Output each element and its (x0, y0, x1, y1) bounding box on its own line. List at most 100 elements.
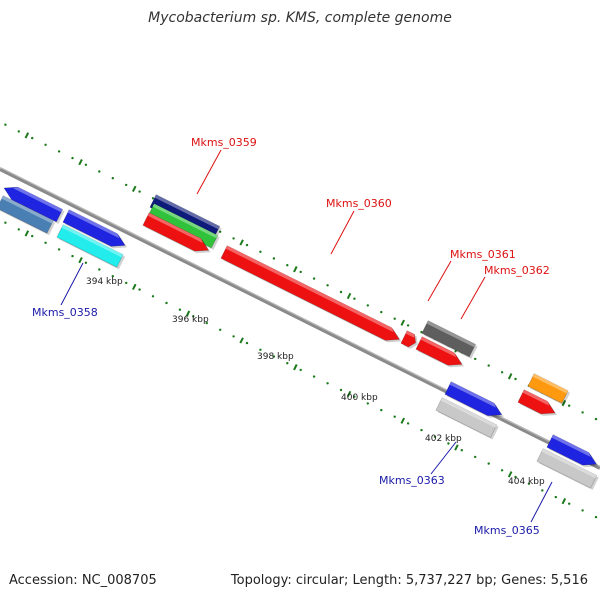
guide-dot (259, 348, 262, 351)
tick-mark (507, 373, 513, 380)
gene-orange-highlight (532, 373, 569, 394)
guide-dot (219, 328, 222, 331)
gene-red-2-highlight (420, 336, 457, 358)
guide-dot (406, 324, 410, 327)
guide-dot (312, 277, 316, 280)
guide-dot (178, 308, 182, 311)
tick-label: 404 kbp (508, 477, 545, 487)
guide-dot (568, 404, 571, 407)
tick-mark (346, 390, 352, 398)
guide-dot (420, 428, 423, 432)
leader-line (460, 276, 486, 320)
gene-red-3-highlight (522, 389, 550, 406)
guide-dot (245, 341, 249, 345)
guide-dot (84, 261, 88, 264)
tick-mark (400, 417, 405, 424)
genome-backbone-highlight (0, 167, 600, 467)
guide-dot (326, 382, 329, 385)
tick-mark (293, 364, 298, 371)
guide-dot (554, 495, 557, 499)
guide-dot (380, 408, 383, 412)
guide-dot (151, 295, 155, 298)
guide-dot (219, 230, 222, 233)
gene-steelblue-highlight (1, 195, 54, 224)
tick-mark (400, 319, 405, 326)
gene-green-highlight (152, 203, 218, 239)
leader-line (330, 210, 355, 255)
tick-mark (346, 292, 352, 300)
gene-label: Mkms_0363 (379, 474, 445, 487)
gene-cyan-highlight (61, 224, 124, 258)
guide-dot (272, 355, 276, 358)
guide-dot (299, 270, 302, 274)
guide-dot (312, 375, 316, 378)
gene-silver-2-highlight (541, 448, 597, 479)
guide-dot (474, 455, 477, 459)
guide-dot (353, 395, 356, 398)
guide-dot (245, 243, 249, 247)
gene-blue-1-highlight (13, 187, 63, 213)
guide-dot (581, 509, 584, 512)
guide-dot (31, 234, 34, 238)
guide-dot (299, 368, 302, 372)
gene-label: Mkms_0365 (474, 524, 540, 537)
guide-dot (460, 449, 463, 452)
tick-mark (185, 310, 191, 317)
guide-dot (380, 310, 383, 314)
guide-dot (500, 469, 504, 472)
guide-dot (125, 183, 128, 187)
genome-backbone (0, 167, 600, 470)
guide-dot (326, 284, 329, 287)
guide-dot (594, 515, 598, 519)
guide-dot (366, 402, 369, 405)
tick-mark (132, 283, 137, 291)
guide-dot (44, 143, 47, 146)
guide-dot (17, 130, 20, 133)
guide-dot (259, 250, 262, 253)
guide-dot (192, 315, 195, 318)
tick-mark (239, 337, 244, 344)
gene-label: Mkms_0360 (326, 197, 392, 210)
guide-dot (286, 264, 289, 267)
guide-dot (433, 435, 437, 438)
tick-mark (24, 132, 30, 139)
guide-dot (568, 502, 571, 505)
guide-dot (514, 377, 517, 381)
gene-navy-highlight (154, 194, 220, 230)
guide-dot (17, 228, 20, 231)
gene-blue-3-highlight (449, 381, 496, 408)
guide-dot (138, 288, 141, 291)
guide-dot (31, 136, 34, 140)
guide-dot (487, 462, 490, 465)
guide-dot (286, 362, 289, 365)
guide-dot (353, 297, 356, 300)
gene-red-long-highlight (225, 245, 394, 333)
guide-dot (272, 257, 276, 260)
guide-dot (339, 290, 343, 294)
guide-dot (487, 364, 490, 367)
guide-dot (527, 482, 531, 485)
guide-dot (366, 304, 369, 307)
tick-mark (78, 257, 83, 264)
guide-dot (339, 388, 343, 392)
gene-blue-4-highlight (551, 434, 591, 457)
guide-dot (57, 150, 61, 153)
tick-mark (239, 239, 244, 246)
guide-dot (393, 415, 396, 418)
guide-dot (514, 475, 517, 479)
guide-dot (205, 321, 208, 325)
guide-dot (111, 177, 115, 180)
tick-mark (561, 399, 567, 407)
gene-darkgray-highlight (426, 320, 476, 348)
gene-label: Mkms_0358 (32, 306, 98, 319)
guide-dot (111, 275, 115, 278)
tick-mark (293, 266, 298, 273)
guide-dot (594, 417, 598, 421)
gene-silver-1-highlight (440, 397, 497, 428)
tick-mark (132, 185, 137, 193)
guide-dot (581, 411, 584, 414)
genome-summary-text: Topology: circular; Length: 5,737,227 bp… (230, 573, 588, 588)
gene-label: Mkms_0362 (484, 264, 550, 277)
leader-line (196, 149, 222, 195)
guide-dot (84, 163, 88, 166)
